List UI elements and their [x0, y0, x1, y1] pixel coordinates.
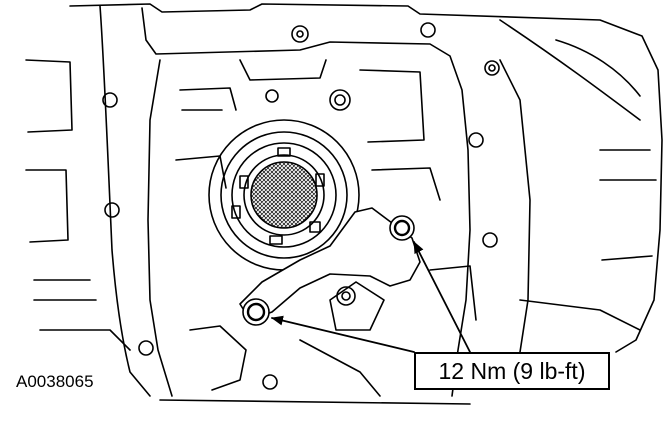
figure-id-label: A0038065: [16, 372, 94, 391]
bracket-bolt-upper: [389, 215, 415, 241]
torque-spec-callout: 12 Nm (9 lb-ft): [414, 352, 610, 390]
transmission-case: [25, 3, 663, 405]
callout-arrows: [271, 241, 471, 353]
bracket-bolt-lower: [242, 298, 270, 326]
